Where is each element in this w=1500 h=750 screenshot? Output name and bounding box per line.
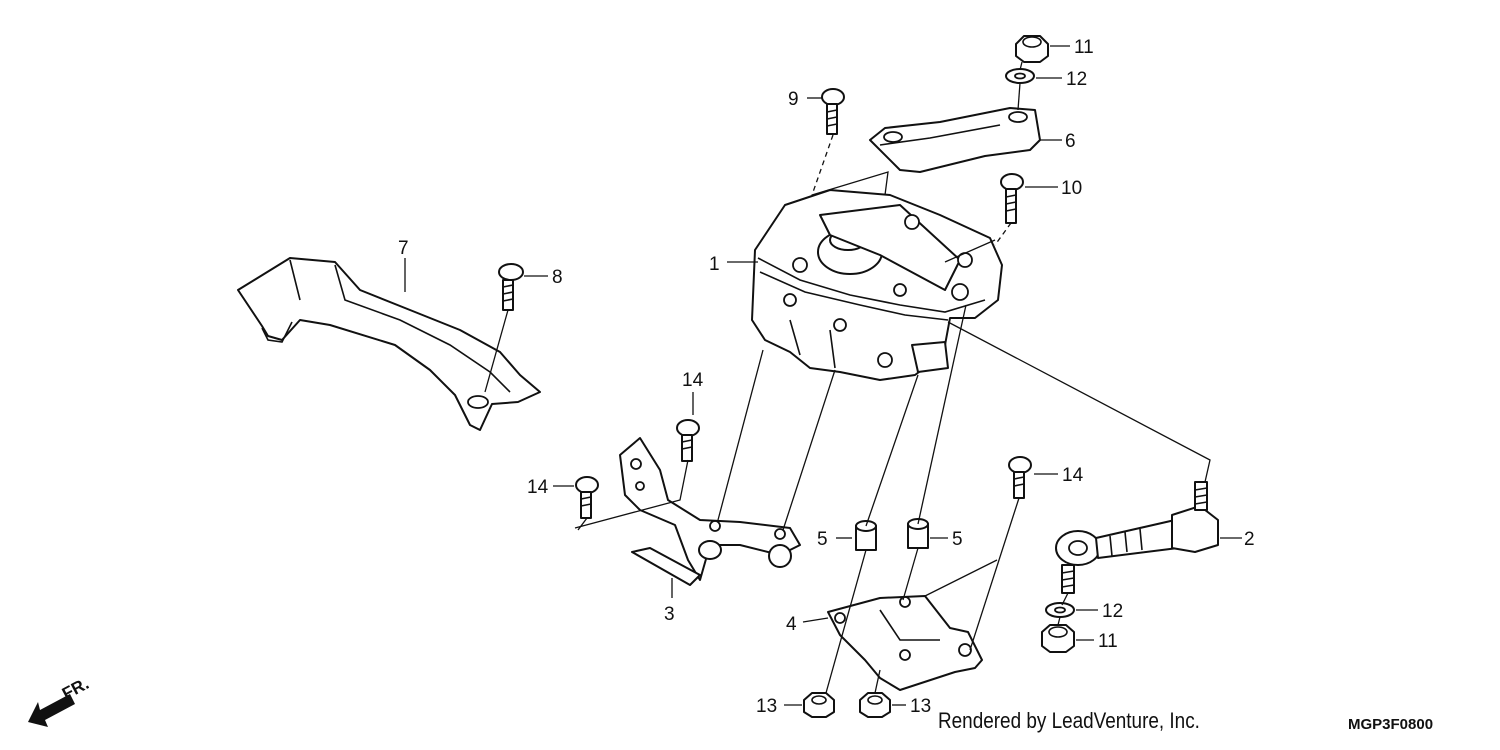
part-11-nut-bottom[interactable] xyxy=(1041,624,1075,653)
callout-12-top: 12 xyxy=(1066,69,1087,90)
callout-13-left: 13 xyxy=(756,696,777,717)
callout-13-right: 13 xyxy=(910,696,931,717)
callout-8: 8 xyxy=(552,267,563,288)
callout-11-top: 11 xyxy=(1074,37,1094,58)
callout-labels: 1 2 3 4 5 5 6 7 8 9 10 11 12 12 11 13 13… xyxy=(398,37,1255,717)
part-10-bolt[interactable] xyxy=(1000,173,1024,224)
part-14-bolt-right[interactable] xyxy=(1008,456,1032,499)
part-12-washer-bottom[interactable] xyxy=(1045,602,1075,618)
assembly-lines xyxy=(484,61,1211,694)
callout-14-upper: 14 xyxy=(682,370,704,391)
part-7-bracket[interactable] xyxy=(237,257,541,431)
render-credit: Rendered by LeadVenture, Inc. xyxy=(938,708,1200,733)
part-13-nut-left[interactable] xyxy=(803,692,835,718)
callout-10: 10 xyxy=(1061,178,1082,199)
part-13-nut-right[interactable] xyxy=(859,692,891,718)
part-6-top-plate[interactable] xyxy=(869,107,1041,173)
part-14-bolt-left[interactable] xyxy=(575,476,599,519)
front-arrow-icon xyxy=(28,694,75,727)
callout-14-left: 14 xyxy=(527,477,549,498)
callout-5-left: 5 xyxy=(817,529,828,550)
callout-11-bottom: 11 xyxy=(1098,631,1118,652)
part-3-bracket[interactable] xyxy=(619,437,801,586)
part-14-bolt-upper[interactable] xyxy=(676,419,700,462)
part-1-main-unit[interactable] xyxy=(751,189,1003,381)
callout-1: 1 xyxy=(709,254,720,275)
callout-5-right: 5 xyxy=(952,529,963,550)
part-12-washer-top[interactable] xyxy=(1005,68,1035,84)
callout-2: 2 xyxy=(1244,529,1255,550)
part-9-bolt[interactable] xyxy=(821,88,845,135)
part-4-bracket[interactable] xyxy=(827,595,983,691)
callout-12-bottom: 12 xyxy=(1102,601,1123,622)
part-11-nut-top[interactable] xyxy=(1015,35,1049,63)
part-2-link-rod[interactable] xyxy=(1055,481,1219,594)
diagram-code: MGP3F0800 xyxy=(1348,716,1434,733)
callout-14-right: 14 xyxy=(1062,465,1084,486)
front-direction-marker: FR. xyxy=(28,674,92,727)
part-8-bolt[interactable] xyxy=(498,263,524,311)
callout-leaders xyxy=(404,45,1242,706)
callout-3: 3 xyxy=(664,604,675,625)
callout-9: 9 xyxy=(788,89,799,110)
callout-7: 7 xyxy=(398,238,409,259)
callout-6: 6 xyxy=(1065,131,1076,152)
callout-4: 4 xyxy=(786,614,797,635)
